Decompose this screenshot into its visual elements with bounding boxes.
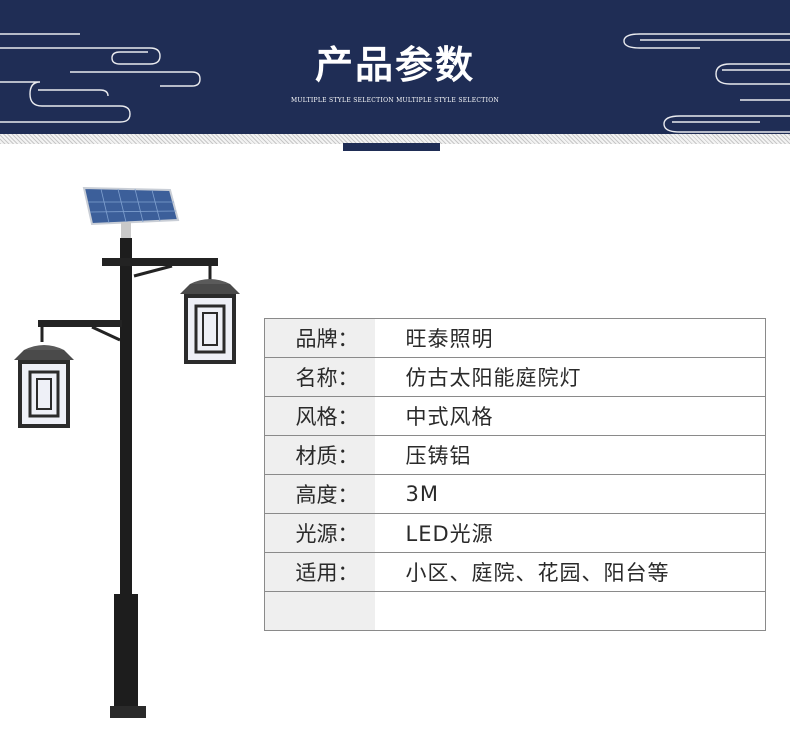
spec-label [264, 591, 375, 631]
spec-value: 仿古太阳能庭院灯 [374, 357, 766, 397]
cloud-swirl-decoration [0, 33, 790, 133]
spec-value [374, 591, 766, 631]
spec-row-application: 适用： 小区、庭院、花园、阳台等 [264, 552, 766, 592]
spec-row-light-source: 光源： LED光源 [264, 513, 766, 553]
spec-value: 中式风格 [374, 396, 766, 436]
spec-row-material: 材质： 压铸铝 [264, 435, 766, 475]
spec-row-name: 名称： 仿古太阳能庭院灯 [264, 357, 766, 397]
header-banner: 产品参数 MULTIPLE STYLE SELECTION MULTIPLE S… [0, 0, 790, 134]
spec-label: 品牌： [264, 318, 375, 358]
solar-garden-lamp-icon [14, 186, 240, 718]
spec-value: 3M [374, 474, 766, 514]
upper-lantern [180, 279, 240, 364]
spec-value: LED光源 [374, 513, 766, 553]
spec-table: 品牌： 旺泰照明 名称： 仿古太阳能庭院灯 风格： 中式风格 材质： 压铸铝 高… [264, 318, 766, 631]
spec-label: 高度： [264, 474, 375, 514]
spec-value: 旺泰照明 [374, 318, 766, 358]
spec-label: 光源： [264, 513, 375, 553]
spec-label: 材质： [264, 435, 375, 475]
page-subtitle: MULTIPLE STYLE SELECTION MULTIPLE STYLE … [290, 97, 500, 104]
spec-row-style: 风格： 中式风格 [264, 396, 766, 436]
lower-lantern [14, 345, 74, 428]
solar-panel [82, 186, 180, 240]
accent-bar [343, 143, 440, 151]
spec-value: 压铸铝 [374, 435, 766, 475]
header-stripe-divider [0, 134, 790, 144]
spec-label: 风格： [264, 396, 375, 436]
spec-label: 名称： [264, 357, 375, 397]
spec-row-brand: 品牌： 旺泰照明 [264, 318, 766, 358]
spec-row-height: 高度： 3M [264, 474, 766, 514]
spec-value: 小区、庭院、花园、阳台等 [374, 552, 766, 592]
page-title: 产品参数 [314, 42, 475, 87]
spec-row-empty [264, 591, 766, 631]
spec-label: 适用： [264, 552, 375, 592]
